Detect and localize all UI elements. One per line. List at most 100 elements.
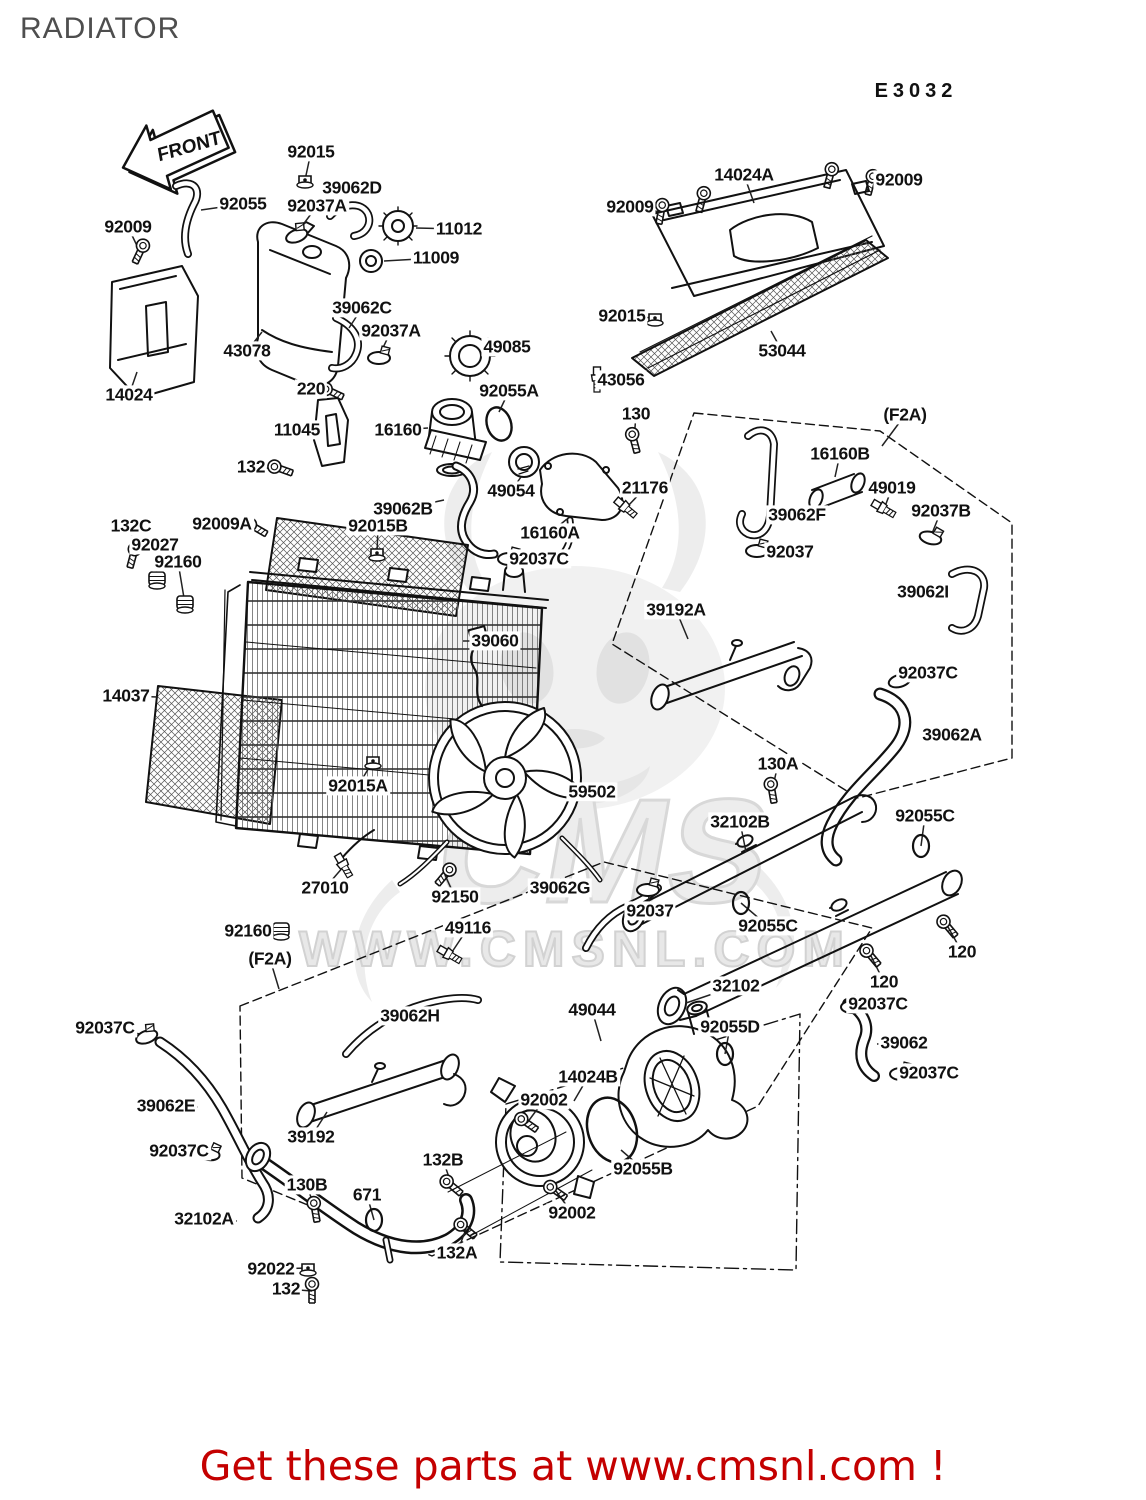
part-label-92037c: 92037C — [897, 1062, 961, 1083]
pipe-39192-art — [296, 1053, 467, 1129]
footer-promo-text: Get these parts at www.cmsnl.com ! — [199, 1442, 947, 1490]
part-label-11012: 11012 — [433, 218, 485, 239]
pipe-39192a-art — [650, 639, 813, 711]
water-pump-box — [499, 1013, 801, 1271]
part-label-49019: 49019 — [866, 477, 918, 498]
part-label-39062: 39062 — [878, 1032, 930, 1053]
part-label-92037c: 92037C — [507, 548, 571, 569]
pump-bolt-axis-lines — [447, 1131, 593, 1237]
part-label-14024b: 14024B — [556, 1066, 620, 1087]
hose-39062f-art — [736, 426, 778, 540]
part-label-39192a: 39192A — [644, 599, 708, 620]
part-label-92027: 92027 — [129, 534, 181, 555]
part-label-92009: 92009 — [604, 196, 656, 217]
part-label-f2a: (F2A) — [246, 948, 294, 969]
part-label-49116: 49116 — [442, 917, 494, 938]
part-label-39062g: 39062G — [527, 877, 593, 898]
part-label-132b: 132B — [420, 1149, 466, 1170]
part-label-39062b: 39062B — [371, 498, 435, 519]
part-label-49085: 49085 — [481, 336, 533, 357]
part-label-14024a: 14024A — [712, 164, 776, 185]
cap-11009-art — [359, 249, 383, 273]
part-label-92037a: 92037A — [359, 320, 423, 341]
hose-39062e-art — [154, 1036, 274, 1224]
part-label-21176: 21176 — [619, 477, 671, 498]
part-label-92009: 92009 — [102, 216, 154, 237]
seal-53044-art — [631, 235, 889, 377]
part-label-120: 120 — [867, 971, 901, 992]
part-label-f2a: (F2A) — [881, 404, 929, 425]
part-label-92037: 92037 — [624, 900, 676, 921]
part-label-14037: 14037 — [100, 685, 152, 706]
hose-39062c-art — [328, 314, 362, 373]
part-label-39062e: 39062E — [134, 1095, 198, 1116]
part-label-92160: 92160 — [222, 920, 274, 941]
part-label-92002: 92002 — [546, 1202, 598, 1223]
part-label-32102b: 32102B — [708, 811, 772, 832]
part-label-43056: 43056 — [595, 369, 647, 390]
part-label-92055c: 92055C — [736, 915, 800, 936]
part-label-16160: 16160 — [372, 419, 424, 440]
part-label-39062c: 39062C — [330, 297, 394, 318]
part-label-92055d: 92055D — [698, 1016, 762, 1037]
valve-16160b-art — [808, 472, 866, 510]
part-label-92015: 92015 — [596, 305, 648, 326]
part-label-16160a: 16160A — [518, 522, 582, 543]
part-label-39062a: 39062A — [920, 724, 984, 745]
pipe-32102-art — [656, 869, 963, 1026]
part-label-92037c: 92037C — [846, 993, 910, 1014]
front-arrow: FRONT — [121, 109, 237, 195]
cover-14024-art — [109, 265, 199, 399]
part-label-14024: 14024 — [103, 384, 155, 405]
part-label-132c: 132C — [108, 515, 154, 536]
part-label-130b: 130B — [284, 1174, 330, 1195]
hose-39062b-art — [451, 461, 499, 559]
part-label-120: 120 — [945, 941, 979, 962]
hose-39062a-art — [820, 687, 912, 867]
part-label-27010: 27010 — [299, 877, 351, 898]
part-label-53044: 53044 — [756, 340, 808, 361]
part-label-92015: 92015 — [285, 141, 337, 162]
part-label-92037: 92037 — [764, 541, 816, 562]
part-label-11045: 11045 — [271, 419, 323, 440]
sensor-27010-wire — [341, 829, 375, 859]
part-label-92037a: 92037A — [285, 195, 349, 216]
part-label-92015b: 92015B — [346, 515, 410, 536]
part-label-132a: 132A — [434, 1242, 480, 1263]
part-label-92150: 92150 — [429, 886, 481, 907]
part-label-92160: 92160 — [152, 551, 204, 572]
part-label-92002: 92002 — [518, 1089, 570, 1110]
part-label-130: 130 — [619, 403, 653, 424]
part-label-49044: 49044 — [566, 999, 618, 1020]
part-label-92055: 92055 — [217, 193, 269, 214]
part-label-92015a: 92015A — [326, 775, 390, 796]
part-label-92037c: 92037C — [147, 1140, 211, 1161]
oring-92055a-art — [485, 406, 513, 442]
part-label-39192: 39192 — [285, 1126, 337, 1147]
part-label-39062d: 39062D — [320, 177, 384, 198]
part-label-92037c: 92037C — [73, 1017, 137, 1038]
cap-49085-art — [444, 330, 496, 382]
part-label-39062f: 39062F — [766, 504, 828, 525]
part-label-92055a: 92055A — [477, 380, 541, 401]
part-label-671: 671 — [350, 1184, 384, 1205]
watermark-url-text: WWW.CMSNL.COM — [299, 921, 851, 977]
part-label-39062i: 39062I — [895, 581, 951, 602]
part-label-43078: 43078 — [221, 340, 273, 361]
part-label-11009: 11009 — [410, 247, 462, 268]
part-label-92009: 92009 — [873, 169, 925, 190]
reservoir-tank-art — [255, 221, 351, 387]
part-label-92037c: 92037C — [896, 662, 960, 683]
part-label-e3032: E3032 — [874, 80, 958, 102]
f2a-region-right — [611, 412, 1013, 799]
part-label-32102: 32102 — [710, 975, 762, 996]
part-label-39060: 39060 — [469, 630, 521, 651]
page-title: RADIATOR — [20, 12, 181, 45]
part-label-59502: 59502 — [566, 781, 618, 802]
cap-11012-art — [378, 206, 418, 246]
part-label-92037b: 92037B — [909, 500, 973, 521]
part-label-39062h: 39062H — [378, 1005, 442, 1026]
hose-39062i-art — [948, 565, 989, 635]
